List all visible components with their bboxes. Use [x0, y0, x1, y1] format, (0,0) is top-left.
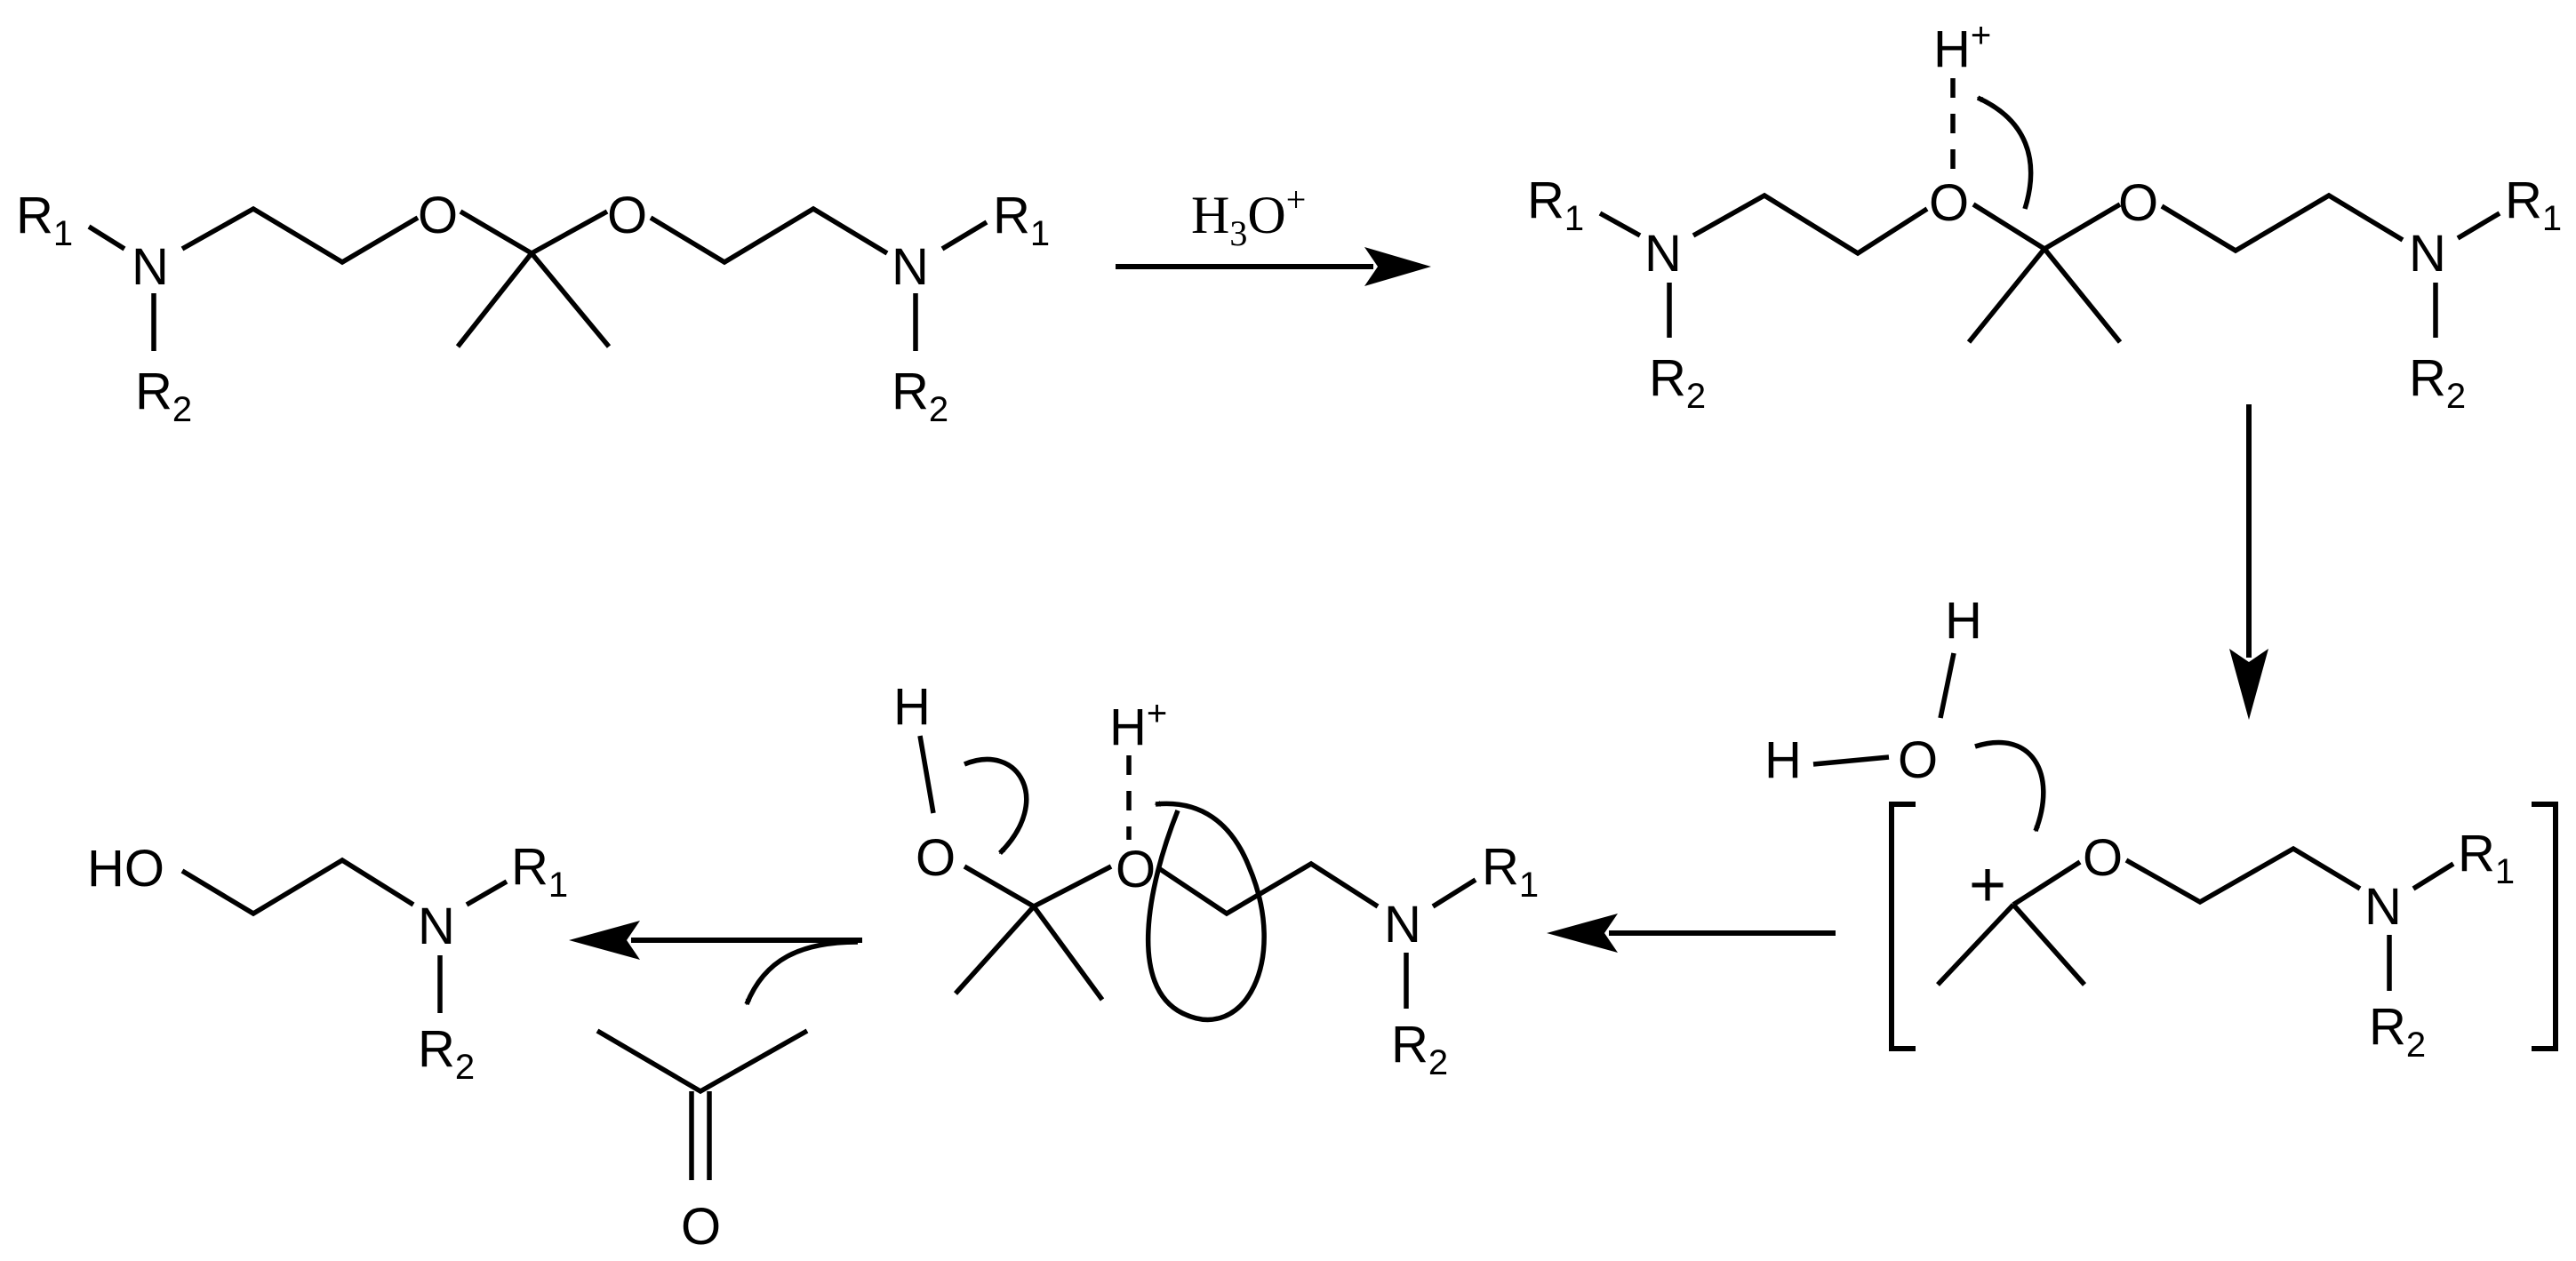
acetone: O: [596, 1028, 809, 1256]
ho-label: HO: [87, 840, 164, 898]
r2-left-label: R2: [135, 363, 192, 429]
reagent-h3o-plus: H3O+: [1191, 180, 1306, 253]
curly-arrow: [1974, 739, 2046, 833]
r2-right-label: R2: [892, 363, 948, 429]
curly-arrow: [1976, 95, 2034, 210]
bond: [455, 251, 534, 348]
arrow-head: [2229, 649, 2268, 720]
o-protonated-label: O: [1929, 174, 1969, 232]
r2-label: R2: [1391, 1016, 1448, 1082]
arrow-hydrolysis: H3O+: [1116, 180, 1431, 286]
n-right-label: N: [2409, 225, 2446, 283]
bond: [87, 224, 126, 251]
bond: [2012, 859, 2082, 907]
bond: [1972, 202, 2122, 252]
bond: [953, 905, 1036, 995]
bond: [940, 219, 988, 251]
n-label: N: [2364, 878, 2402, 936]
n-right-label: N: [892, 238, 929, 296]
n-left-label: N: [1644, 225, 1682, 283]
r1-right-label: R1: [2505, 172, 2562, 238]
arrow-head: [1364, 247, 1431, 286]
bond: [1812, 754, 1890, 767]
bond: [459, 209, 609, 257]
bond: [1031, 905, 1105, 1002]
acetone-o-label: O: [681, 1198, 721, 1256]
bond: [963, 864, 1113, 910]
o-right-label: O: [2118, 174, 2158, 232]
o-left-label: O: [418, 187, 458, 244]
h-label: H: [893, 678, 931, 736]
curly-arrow: [744, 939, 859, 1006]
n-left-label: N: [132, 238, 169, 296]
o-right-label: O: [607, 187, 647, 244]
arrow-head: [569, 921, 640, 960]
bond: [1692, 192, 1929, 257]
bond: [1431, 877, 1477, 909]
arrow-down: [2229, 404, 2268, 720]
molecule-carbocation: H H O + O N R1 R2: [1764, 592, 2558, 1065]
r1-label: R1: [511, 838, 568, 905]
bond: [529, 251, 612, 348]
bond: [649, 205, 889, 266]
r1-right-label: R1: [993, 187, 1050, 253]
h-plus-label: H+: [1109, 694, 1167, 756]
carbocation-plus: +: [1969, 850, 2006, 921]
r1-left-label: R1: [1527, 172, 1584, 238]
r1-left-label: R1: [16, 187, 73, 253]
r2-right-label: R2: [2409, 349, 2466, 416]
r1-label: R1: [2458, 825, 2515, 891]
o-protonated-label: O: [1116, 841, 1156, 898]
r2-label: R2: [418, 1020, 475, 1087]
bond: [2011, 903, 2087, 986]
bond: [2456, 211, 2501, 241]
bond: [2412, 861, 2455, 891]
arrow-head: [1547, 914, 1618, 953]
curly-arrow: [963, 756, 1029, 855]
arrow-left: [1547, 914, 1836, 953]
bond: [465, 879, 508, 907]
water-h-left: H: [1764, 731, 1802, 789]
bond: [2042, 247, 2123, 344]
molecule-product: HO N R1 R2: [87, 838, 568, 1087]
bond: [180, 205, 420, 266]
o-hydroxy-label: O: [916, 829, 956, 887]
r1-label: R1: [1482, 838, 1539, 905]
bond: [1966, 247, 2047, 344]
r2-label: R2: [2369, 998, 2426, 1065]
bond: [180, 857, 415, 917]
curly-arrow: [1145, 800, 1267, 1022]
bond: [1158, 860, 1380, 917]
bond: [917, 735, 936, 814]
bond: [2160, 192, 2404, 254]
r2-left-label: R2: [1649, 349, 1706, 416]
bond: [1938, 652, 1956, 719]
bond: [596, 1028, 809, 1095]
right-bracket: [2532, 802, 2558, 1051]
o-label: O: [2083, 829, 2123, 887]
arrow-final: O: [569, 921, 862, 1256]
n-label: N: [418, 898, 455, 955]
molecule-hemiketal: H O O H+ N R1 R2: [893, 678, 1539, 1082]
left-bracket: [1889, 802, 1916, 1051]
bond: [1598, 211, 1642, 238]
water-h-top: H: [1945, 592, 1982, 650]
n-label: N: [1384, 896, 1421, 954]
h-plus-label: H+: [1933, 16, 1991, 78]
molecule-protonated: R1 N R2 O H+ O N R1 R2: [1527, 16, 2562, 416]
molecule-reactant: R1 N R2 O O N R1 R2: [16, 187, 1050, 429]
water-o-label: O: [1898, 731, 1938, 789]
bond: [1936, 903, 2015, 986]
bond: [2124, 845, 2362, 906]
